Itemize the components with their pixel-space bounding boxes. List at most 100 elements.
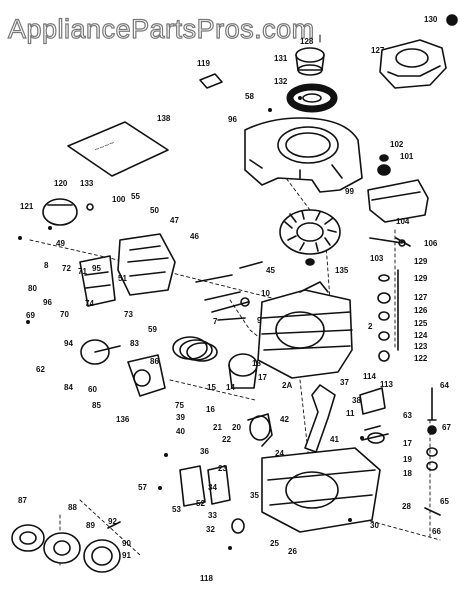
callout-label-c33: 33 <box>208 511 217 520</box>
callout-label-c133: 133 <box>80 179 94 188</box>
callout-label-c118: 118 <box>200 574 213 583</box>
callout-label-c100: 100 <box>112 195 126 204</box>
callout-label-c122: 122 <box>414 354 428 363</box>
callout-label-c91: 91 <box>122 551 131 560</box>
callout-label-c87: 87 <box>18 496 27 505</box>
callout-label-c57: 57 <box>138 483 147 492</box>
callout-label-c14: 14 <box>226 383 235 392</box>
callout-label-c64: 64 <box>440 381 449 390</box>
callout-label-c17: 17 <box>258 373 267 382</box>
callout-label-c67: 67 <box>442 423 451 432</box>
blower-housing-part <box>244 117 363 193</box>
callout-label-c63: 63 <box>403 411 412 420</box>
cylinder-block-part <box>257 281 353 379</box>
cap-and-seal-part <box>286 34 338 113</box>
carburetor-part <box>80 339 166 397</box>
callout-label-c49: 49 <box>56 239 65 248</box>
callout-label-c53: 53 <box>172 505 181 514</box>
flywheel-part <box>279 209 341 266</box>
callout-label-c59: 59 <box>148 325 157 334</box>
callout-label-c104: 104 <box>396 217 410 226</box>
callout-label-c40: 40 <box>176 427 185 436</box>
callout-label-c129b: 129 <box>414 274 428 283</box>
callout-label-c66: 66 <box>432 527 441 536</box>
callout-label-c24: 24 <box>275 449 284 458</box>
callout-label-c124: 124 <box>414 331 428 340</box>
callout-label-c83: 83 <box>130 339 139 348</box>
callout-label-c16: 16 <box>206 405 215 414</box>
callout-label-c99: 99 <box>345 187 354 196</box>
callout-label-c37: 37 <box>340 378 349 387</box>
callout-label-c74: 74 <box>85 299 94 308</box>
callout-label-c73: 73 <box>124 310 133 319</box>
callout-label-c2: 2 <box>368 322 373 331</box>
callout-label-c135: 135 <box>335 266 349 275</box>
bracket-119-part <box>199 73 223 89</box>
callout-label-c71: 71 <box>78 267 87 276</box>
callout-label-c138: 138 <box>157 114 171 123</box>
callout-label-c30: 30 <box>370 521 379 530</box>
callout-label-c32: 32 <box>206 525 215 534</box>
callout-label-c102: 102 <box>390 140 404 149</box>
callout-label-c130: 130 <box>424 15 438 24</box>
callout-label-c89: 89 <box>86 521 95 530</box>
callout-label-c62: 62 <box>36 365 45 374</box>
callout-label-c96: 96 <box>228 115 237 124</box>
callout-label-c7: 7 <box>213 317 218 326</box>
callout-label-c136: 136 <box>116 415 130 424</box>
muffler-part <box>359 387 389 441</box>
callout-label-c96b: 96 <box>43 298 52 307</box>
callout-label-c38: 38 <box>352 396 361 405</box>
callout-label-c106: 106 <box>424 239 438 248</box>
callout-label-c121: 121 <box>20 202 34 211</box>
callout-label-c23: 23 <box>218 464 227 473</box>
callout-label-c132: 132 <box>274 77 288 86</box>
callout-label-c84: 84 <box>64 383 73 392</box>
air-cleaner-part <box>379 14 458 89</box>
callout-label-c128: 128 <box>300 37 314 46</box>
callout-label-c103: 103 <box>370 254 384 263</box>
callout-label-c51: 51 <box>118 274 127 283</box>
callout-label-c88: 88 <box>68 503 77 512</box>
callout-label-c60: 60 <box>88 385 97 394</box>
gasket-plates-part <box>179 465 245 534</box>
callout-label-c21: 21 <box>213 423 222 432</box>
callout-label-c39: 39 <box>176 413 185 422</box>
fuel-tank-part <box>367 154 429 247</box>
callout-label-c125: 125 <box>414 319 428 328</box>
callout-label-c26: 26 <box>288 547 297 556</box>
callout-label-c101: 101 <box>400 152 414 161</box>
callout-label-c22: 22 <box>222 435 231 444</box>
callout-label-c52: 52 <box>196 499 205 508</box>
callout-label-c42: 42 <box>280 415 289 424</box>
callout-label-c25: 25 <box>270 539 279 548</box>
callout-label-c8: 8 <box>44 261 49 270</box>
crankshaft-part <box>247 384 336 453</box>
callout-label-c114: 114 <box>363 372 376 381</box>
callout-label-c50: 50 <box>150 206 159 215</box>
callout-label-c80: 80 <box>28 284 37 293</box>
piston-part <box>172 336 258 389</box>
watermark-text: AppliancePartsPros.com <box>7 13 315 44</box>
callout-label-c58a: 58 <box>245 92 254 101</box>
callout-label-c9: 9 <box>257 316 262 325</box>
callout-label-c45: 45 <box>266 266 275 275</box>
callout-label-c90: 90 <box>122 539 131 548</box>
callout-label-c55: 55 <box>131 192 140 201</box>
callout-label-c2A: 2A <box>282 381 293 390</box>
callout-label-c70: 70 <box>60 310 69 319</box>
callout-label-c28: 28 <box>402 502 411 511</box>
callout-label-c18: 18 <box>252 359 261 368</box>
callout-label-c129a: 129 <box>414 257 428 266</box>
callout-label-c127b: 127 <box>414 293 428 302</box>
callout-label-c11: 11 <box>346 409 355 418</box>
crankcase-part <box>261 432 385 533</box>
callout-label-c19: 19 <box>403 455 412 464</box>
callout-label-c126: 126 <box>414 306 428 315</box>
callout-label-c47: 47 <box>170 216 179 225</box>
hardware-dots <box>18 96 364 550</box>
callout-label-c46: 46 <box>190 232 199 241</box>
linkage-parts <box>195 261 263 321</box>
filter-cover-part <box>42 198 94 226</box>
